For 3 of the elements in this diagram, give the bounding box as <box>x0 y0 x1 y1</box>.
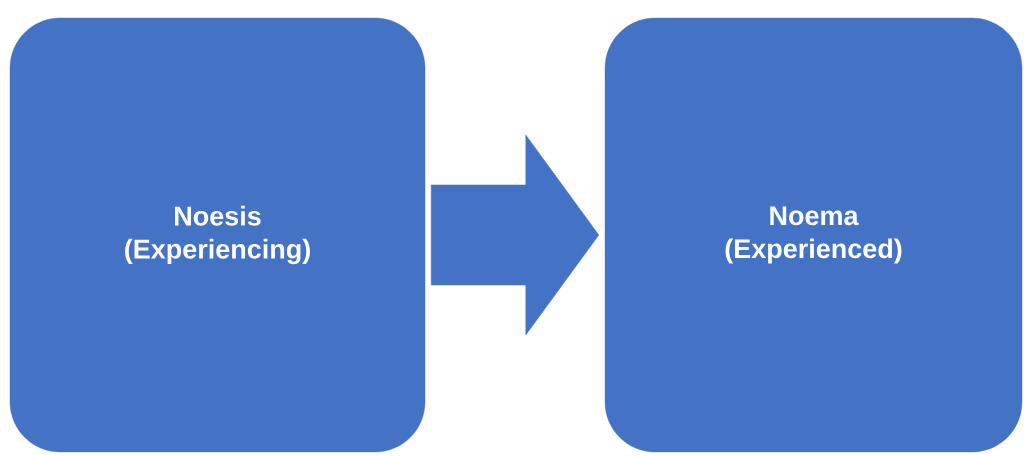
process-box: Noesis (Experiencing) <box>9 17 426 453</box>
process-box: Noema (Experienced) <box>604 17 1023 453</box>
block-arrow <box>430 134 600 336</box>
